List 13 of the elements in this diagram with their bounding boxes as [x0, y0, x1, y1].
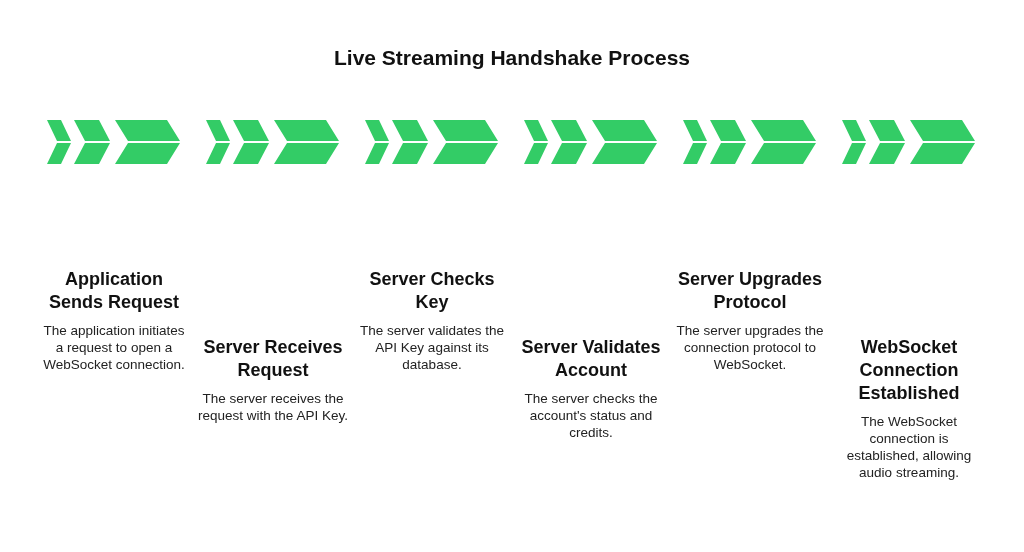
step-heading: WebSocket Connection Established: [857, 336, 961, 405]
step-description: The server upgrades the connection protocol to WebSocket.: [675, 322, 825, 373]
step-description: The server checks the account's status and credits.: [523, 390, 659, 441]
step-heading: Server Receives Request: [202, 336, 344, 382]
step-heading: Application Sends Request: [47, 268, 180, 314]
step-description: The server validates the API Key against its database.: [358, 322, 506, 373]
step-heading: Server Validates Account: [520, 336, 662, 382]
step-description: The WebSocket connection is established, allowing audio streaming.: [845, 413, 973, 481]
step-description: The application initiates a request to open a WebSocket connection.: [42, 322, 186, 373]
step-heading: Server Upgrades Protocol: [676, 268, 824, 314]
diagram-title: Live Streaming Handshake Process: [333, 46, 691, 70]
step-description: The server receives the request with the API Key.: [198, 390, 348, 424]
step-heading: Server Checks Key: [368, 268, 496, 314]
